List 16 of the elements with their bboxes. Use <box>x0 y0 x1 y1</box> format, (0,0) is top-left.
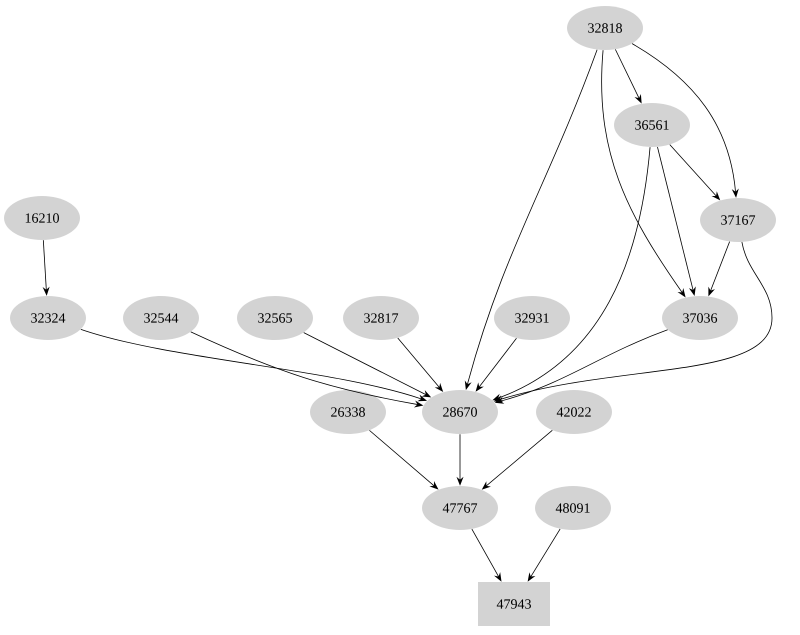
graph-node: 32565 <box>237 296 313 340</box>
graph-node: 28670 <box>422 390 498 434</box>
graph-node: 36561 <box>614 103 690 147</box>
graph-node: 32931 <box>494 296 570 340</box>
graph-node: 37167 <box>700 198 776 242</box>
graph-node: 26338 <box>310 390 386 434</box>
graph-node: 37036 <box>662 296 738 340</box>
process-box: 47943 <box>478 582 550 626</box>
graph-node: 32544 <box>123 296 199 340</box>
graph-node: 32818 <box>567 6 643 50</box>
graph-node: 47767 <box>422 486 498 530</box>
graph-node: 16210 <box>4 196 80 240</box>
graph-node: 48091 <box>535 486 611 530</box>
graph-node: 32817 <box>343 296 419 340</box>
graph-node: 32324 <box>10 296 86 340</box>
graph-node: 42022 <box>536 390 612 434</box>
